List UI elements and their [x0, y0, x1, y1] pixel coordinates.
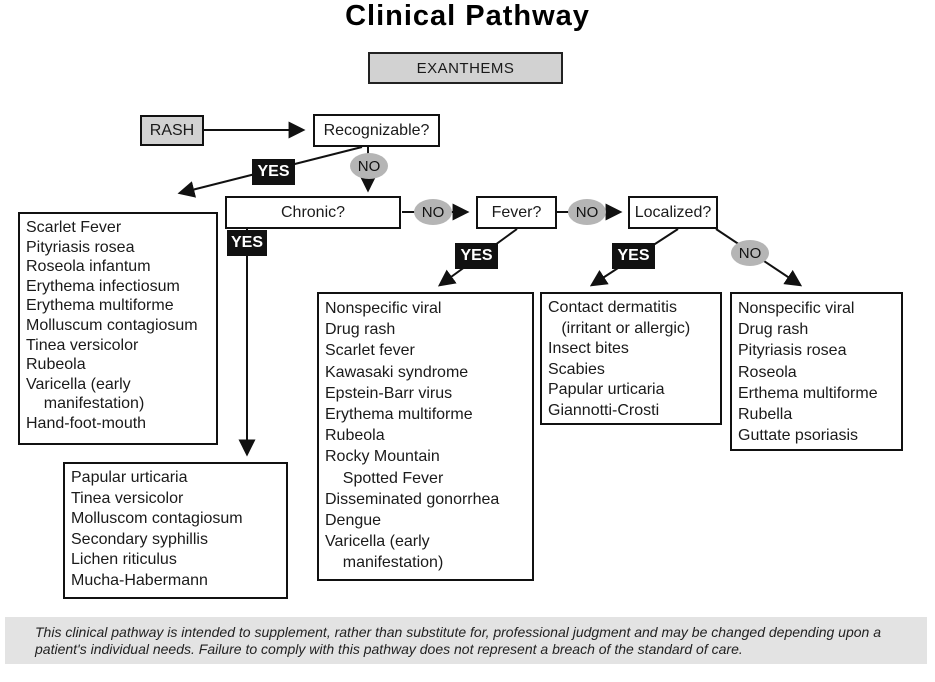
- list-item: Molluscom contagiosum: [71, 510, 243, 527]
- list-item: Papular urticaria: [71, 469, 188, 486]
- list-item: Lichen riticulus: [71, 551, 177, 568]
- node-recognizable: Recognizable?: [313, 114, 440, 147]
- list-item: Rubeola: [26, 356, 86, 374]
- list-item: Erythema multiforme: [325, 406, 473, 424]
- list-item: Scabies: [548, 360, 605, 378]
- chronic-no-tag: NO: [414, 199, 452, 225]
- localized-yes-list: Contact dermatitis (irritant or allergic…: [540, 292, 722, 425]
- disclaimer-bar: This clinical pathway is intended to sup…: [5, 617, 927, 664]
- list-item: Epstein-Barr virus: [325, 384, 453, 402]
- disclaimer-line-2: patient's individual needs. Failure to c…: [35, 641, 743, 657]
- recognizable-no-tag: NO: [350, 153, 388, 179]
- list-item: Tinea versicolor: [26, 336, 139, 354]
- node-localized: Localized?: [628, 196, 718, 229]
- localized-yes-tag: YES: [612, 243, 655, 269]
- localized-no-tag: NO: [731, 240, 769, 266]
- list-item: Rubeola: [325, 427, 385, 445]
- list-item: Spotted Fever: [325, 469, 444, 487]
- list-item: Kawasaki syndrome: [325, 363, 469, 381]
- list-item: Nonspecific viral: [325, 300, 442, 317]
- list-item: Contact dermatitis: [548, 299, 677, 316]
- list-item: Erthema multiforme: [738, 384, 878, 402]
- node-fever: Fever?: [476, 196, 557, 229]
- list-item: Pityriasis rosea: [738, 342, 847, 360]
- list-item: Nonspecific viral: [738, 300, 855, 317]
- list-item: Giannotti-Crosti: [548, 401, 660, 419]
- page-title: Clinical Pathway: [345, 0, 590, 32]
- list-item: Roseola infantum: [26, 258, 151, 276]
- exanthems-banner-label: EXANTHEMS: [416, 59, 515, 77]
- list-item: Scarlet fever: [325, 342, 415, 360]
- list-item: Papular urticaria: [548, 381, 665, 398]
- list-item: Tinea versicolor: [71, 489, 184, 507]
- list-item: manifestation): [26, 395, 145, 413]
- exanthems-banner: EXANTHEMS: [368, 52, 563, 84]
- list-item: Secondary syphillis: [71, 530, 208, 548]
- list-item: Drug rash: [325, 321, 396, 339]
- list-item: Guttate psoriasis: [738, 427, 859, 445]
- list-item: Drug rash: [738, 321, 809, 339]
- list-item: Varicella (early: [325, 533, 430, 551]
- list-item: Molluscum contagiosum: [26, 316, 198, 334]
- list-item: Pityriasis rosea: [26, 238, 135, 256]
- fever-yes-tag: YES: [455, 243, 498, 269]
- list-item: Varicella (early: [26, 375, 131, 393]
- list-item: Rocky Mountain: [325, 448, 440, 466]
- list-item: (irritant or allergic): [548, 319, 691, 337]
- list-item: Rubella: [738, 406, 793, 424]
- list-item: Dengue: [325, 512, 382, 530]
- list-item: Insect bites: [548, 340, 629, 357]
- node-rash: RASH: [140, 115, 204, 146]
- recognizable-yes-tag: YES: [252, 159, 295, 185]
- list-item: manifestation): [325, 554, 444, 572]
- node-chronic: Chronic?: [225, 196, 401, 229]
- list-item: Erythema multiforme: [26, 297, 174, 315]
- list-item: Mucha-Habermann: [71, 571, 208, 589]
- chronic-yes-tag: YES: [227, 230, 267, 256]
- list-item: Roseola: [738, 363, 797, 381]
- list-item: Disseminated gonorrhea: [325, 490, 500, 508]
- list-item: Erythema infectiosum: [26, 277, 180, 295]
- disclaimer-line-1: This clinical pathway is intended to sup…: [35, 624, 881, 640]
- fever-no-tag: NO: [568, 199, 606, 225]
- list-item: Scarlet Fever: [26, 219, 122, 236]
- list-item: Hand-foot-mouth: [26, 414, 147, 432]
